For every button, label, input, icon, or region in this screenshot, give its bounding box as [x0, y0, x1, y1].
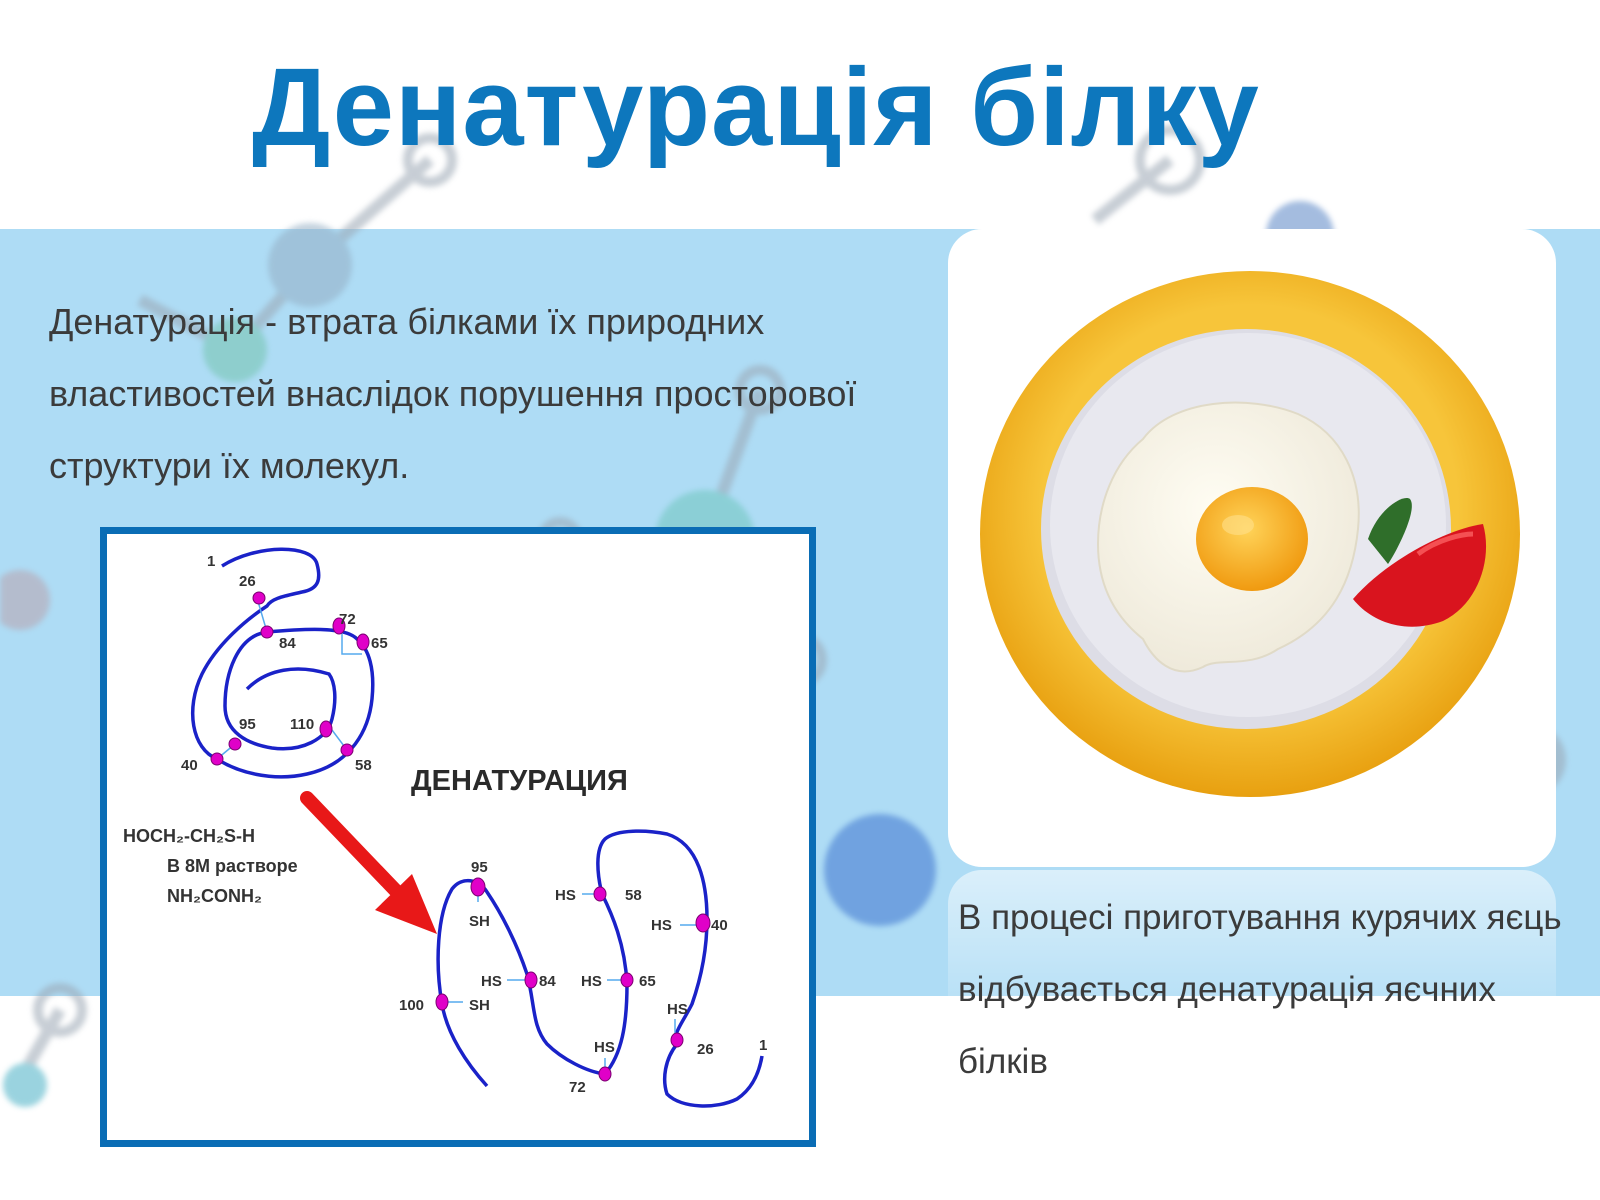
label-hs-84: HS: [481, 973, 502, 990]
diagram-heading: ДЕНАТУРАЦИЯ: [411, 765, 628, 797]
label-sh-b: SH: [469, 997, 490, 1014]
bond-node: [620, 972, 634, 988]
label-denatured-40: 40: [711, 917, 728, 934]
fried-egg-photo: [948, 229, 1556, 867]
label-hs-40: HS: [651, 917, 672, 934]
label-native-26: 26: [239, 573, 256, 590]
bond-node: [332, 617, 346, 635]
reagent-line-2: В 8М растворе: [167, 856, 298, 876]
definition-text: Денатурація - втрата білками їх природни…: [49, 301, 857, 486]
egg-caption-text: В процесі приготування курячих яєць відб…: [958, 898, 1562, 1081]
bond-node: [598, 1066, 612, 1082]
label-native-84: 84: [279, 635, 296, 652]
label-denatured-65: 65: [639, 973, 656, 990]
label-native-72: 72: [339, 611, 356, 628]
protein-chain-diagram: 1 26 72 84 65 95 110 40 58 ДЕНАТУРАЦИЯ H…: [123, 547, 767, 1108]
label-sh-a: SH: [469, 913, 490, 930]
label-denatured-26: 26: [697, 1041, 714, 1058]
reagent-line-3: NH₂CONH₂: [167, 886, 262, 906]
label-denatured-95: 95: [471, 859, 488, 876]
photo-reflection: [948, 870, 1556, 1040]
fried-egg-plate-icon: [980, 271, 1520, 797]
bond-node: [210, 752, 224, 766]
label-denatured-1: 1: [759, 1037, 767, 1054]
bond-node: [593, 886, 607, 902]
reagent-line-1: HOCH₂-CH₂S-H: [123, 826, 255, 846]
label-native-65: 65: [371, 635, 388, 652]
bond-node: [470, 877, 486, 897]
denaturation-diagram: 1 26 72 84 65 95 110 40 58 ДЕНАТУРАЦИЯ H…: [100, 527, 816, 1147]
label-native-58: 58: [355, 757, 372, 774]
label-hs-72: HS: [594, 1039, 615, 1056]
label-hs-26: HS: [667, 1001, 688, 1018]
label-denatured-100: 100: [399, 997, 424, 1014]
bond-node: [435, 993, 449, 1011]
bond-node: [319, 720, 333, 738]
bond-node: [670, 1032, 684, 1048]
label-denatured-58: 58: [625, 887, 642, 904]
bond-node: [228, 737, 242, 751]
label-native-95: 95: [239, 716, 256, 733]
bond-node: [695, 913, 711, 933]
red-arrow-icon: [300, 791, 437, 934]
label-denatured-72: 72: [569, 1079, 586, 1096]
label-hs-58: HS: [555, 887, 576, 904]
bond-node: [260, 625, 274, 639]
label-native-110: 110: [290, 716, 314, 733]
bond-node: [340, 743, 354, 757]
label-native-40: 40: [181, 757, 198, 774]
label-denatured-84: 84: [539, 973, 556, 990]
bond-node: [356, 633, 370, 651]
bond-node: [524, 971, 538, 989]
label-native-1: 1: [207, 553, 215, 570]
label-hs-65: HS: [581, 973, 602, 990]
page-title: Денатурація білку: [252, 46, 1260, 169]
bond-node: [252, 591, 266, 605]
native-protein-chain: [190, 547, 375, 779]
